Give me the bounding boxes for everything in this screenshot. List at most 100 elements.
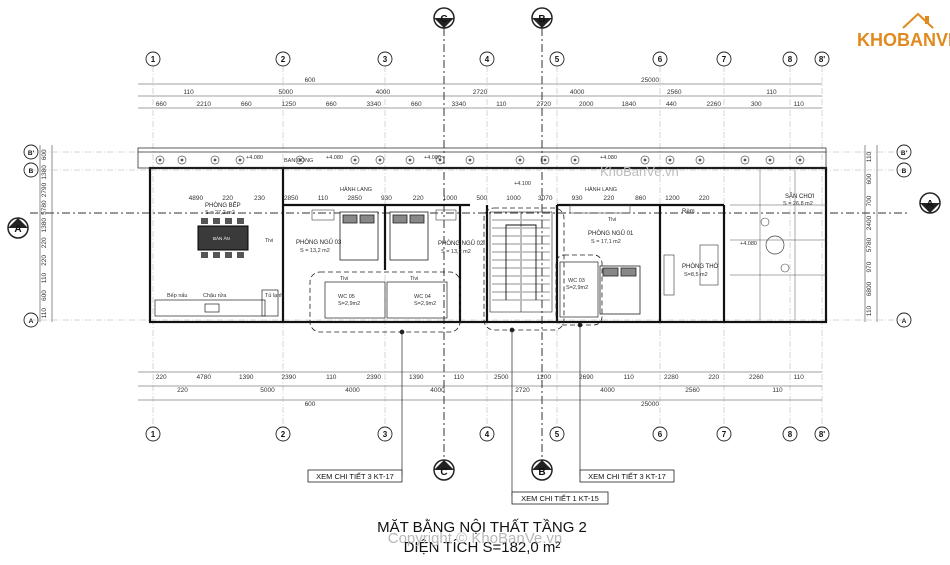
room-wc03-name: WC 03 bbox=[568, 278, 585, 284]
altar bbox=[663, 244, 719, 296]
plant-9 bbox=[465, 155, 475, 165]
dim-dims_top_row3-2: 660 bbox=[241, 101, 252, 108]
svg-text:A: A bbox=[29, 318, 34, 325]
label-ban-cong: BAN CÔNG bbox=[284, 157, 313, 164]
svg-text:6: 6 bbox=[658, 55, 663, 64]
dim-dims_bottom_row3-1: 25000 bbox=[641, 401, 659, 408]
svg-text:B: B bbox=[29, 168, 34, 175]
dim-dims_right-2: 700 bbox=[866, 195, 873, 206]
dining-table-label: BÀN ĂN bbox=[213, 235, 230, 241]
dim-dims_bottom_row1-3: 2390 bbox=[282, 374, 297, 381]
watermark-top: KhoBanVe.vn bbox=[600, 164, 679, 179]
plant-8 bbox=[435, 155, 445, 165]
label-rem: Rèm bbox=[682, 209, 695, 215]
room-bed01-name: PHÒNG NGỦ 01 bbox=[588, 230, 634, 237]
dim-inner_dims-4: 110 bbox=[318, 195, 329, 202]
svg-text:5: 5 bbox=[555, 55, 560, 64]
room-terrace-name: SÂN CHƠI bbox=[785, 193, 815, 200]
dim-dims_bottom_row1-8: 2500 bbox=[494, 374, 509, 381]
dim-inner_dims-12: 930 bbox=[572, 195, 583, 202]
walls bbox=[148, 166, 828, 324]
section-marker-b-top: B bbox=[531, 7, 553, 29]
plant-2 bbox=[210, 155, 220, 165]
callout-detail-left[interactable]: XEM CHI TIẾT 3 KT-17 bbox=[307, 469, 403, 483]
dimension-lines bbox=[39, 83, 878, 401]
section-marker-c-bottom: C bbox=[433, 459, 455, 481]
dim-dims_bottom_row1-1: 4780 bbox=[197, 374, 212, 381]
dim-dims_left-5: 220 bbox=[41, 237, 48, 248]
svg-text:3: 3 bbox=[383, 55, 388, 64]
room-bed03-area: S = 13,2 m2 bbox=[300, 248, 330, 254]
kitchen-counter bbox=[154, 289, 279, 317]
axis-bottom-1: 1 bbox=[145, 426, 161, 442]
level-1: +4.080 bbox=[246, 155, 263, 161]
plant-16 bbox=[740, 155, 750, 165]
axis-top-3: 3 bbox=[377, 51, 393, 67]
plant-18 bbox=[795, 155, 805, 165]
dim-dims_bottom_row1-14: 2260 bbox=[749, 374, 764, 381]
dim-dims_top_row3-7: 3340 bbox=[452, 101, 467, 108]
dining-table bbox=[197, 218, 249, 258]
balcony-plants bbox=[155, 155, 805, 165]
drawing-title: MẶT BẰNG NỘI THẤT TẦNG 2 bbox=[377, 518, 587, 536]
svg-text:XEM CHI TIẾT 1 KT-15: XEM CHI TIẾT 1 KT-15 bbox=[521, 493, 599, 503]
room-terrace-area: S = 26,8 m2 bbox=[783, 201, 813, 207]
dim-dims_left-9: 110 bbox=[41, 308, 48, 319]
dim-inner_dims-3: 2850 bbox=[284, 195, 299, 202]
plant-10 bbox=[515, 155, 525, 165]
dim-inner_dims-15: 1200 bbox=[665, 195, 680, 202]
dim-dims_bottom_row1-10: 2690 bbox=[579, 374, 594, 381]
dim-dims_top_row2-2: 4000 bbox=[376, 89, 391, 96]
plant-5 bbox=[350, 155, 360, 165]
label-tivi-3: Tivi bbox=[410, 276, 418, 282]
callout-detail-right[interactable]: XEM CHI TIẾT 3 KT-17 bbox=[579, 469, 675, 483]
plant-7 bbox=[405, 155, 415, 165]
dim-dims_bottom_row1-6: 1390 bbox=[409, 374, 424, 381]
axis-bottom-4: 4 bbox=[479, 426, 495, 442]
dim-dims_top_row3-13: 2260 bbox=[707, 101, 722, 108]
dim-dims_top_row1-0: 600 bbox=[305, 77, 316, 84]
dim-dims_left-1: 1380 bbox=[41, 165, 48, 180]
plant-14 bbox=[665, 155, 675, 165]
dim-inner_dims-8: 1000 bbox=[443, 195, 458, 202]
dim-dims_top_row2-4: 4000 bbox=[570, 89, 585, 96]
drawing-area: DIỆN TÍCH S=182,0 m² bbox=[404, 539, 561, 556]
axis-bottom-2: 2 bbox=[275, 426, 291, 442]
plant-6 bbox=[375, 155, 385, 165]
svg-text:C: C bbox=[440, 14, 447, 25]
label-tivi-4: Tivi bbox=[608, 217, 616, 223]
svg-text:A: A bbox=[14, 224, 21, 235]
room-wc05-area: S=2,9m2 bbox=[338, 301, 360, 307]
bed-room-02 bbox=[389, 211, 429, 261]
svg-text:2: 2 bbox=[281, 55, 286, 64]
misc-labels: BAN CÔNG HÀNH LANG HÀNH LANG +4.080 +4.0… bbox=[167, 155, 757, 299]
dim-dims_left-0: 600 bbox=[41, 149, 48, 160]
level-2: +4.080 bbox=[326, 155, 343, 161]
dim-dims_left-4: 1380 bbox=[41, 218, 48, 233]
dim-dims_top_row3-1: 2210 bbox=[197, 101, 212, 108]
svg-text:A: A bbox=[926, 199, 933, 210]
dim-dims_right-3: 2400 bbox=[866, 215, 873, 230]
dim-dims_top_row3-3: 1250 bbox=[282, 101, 297, 108]
dim-dims_top_row3-9: 2720 bbox=[537, 101, 552, 108]
dim-dims_bottom_row1-2: 1390 bbox=[239, 374, 254, 381]
dim-dims_left-6: 220 bbox=[41, 255, 48, 266]
svg-text:8': 8' bbox=[819, 430, 825, 439]
dim-dims_bottom_row2-7: 110 bbox=[772, 387, 783, 394]
room-bed02-area: S = 13,2 m2 bbox=[441, 249, 471, 255]
callout-detail-middle[interactable]: XEM CHI TIẾT 1 KT-15 bbox=[511, 491, 609, 505]
dim-dims_right-0: 110 bbox=[866, 151, 873, 162]
svg-text:8: 8 bbox=[788, 430, 793, 439]
svg-text:XEM CHI TIẾT 3 KT-17: XEM CHI TIẾT 3 KT-17 bbox=[588, 471, 666, 481]
grid-axes-left: B'BA bbox=[23, 144, 39, 328]
plant-17 bbox=[765, 155, 775, 165]
svg-text:6: 6 bbox=[658, 430, 663, 439]
dim-dims_bottom_row2-1: 5000 bbox=[260, 387, 275, 394]
dim-inner_dims-5: 2850 bbox=[347, 195, 362, 202]
plant-15 bbox=[695, 155, 705, 165]
axis-top-7: 7 bbox=[716, 51, 732, 67]
label-tu-lanh: Tủ lạnh bbox=[265, 292, 283, 299]
